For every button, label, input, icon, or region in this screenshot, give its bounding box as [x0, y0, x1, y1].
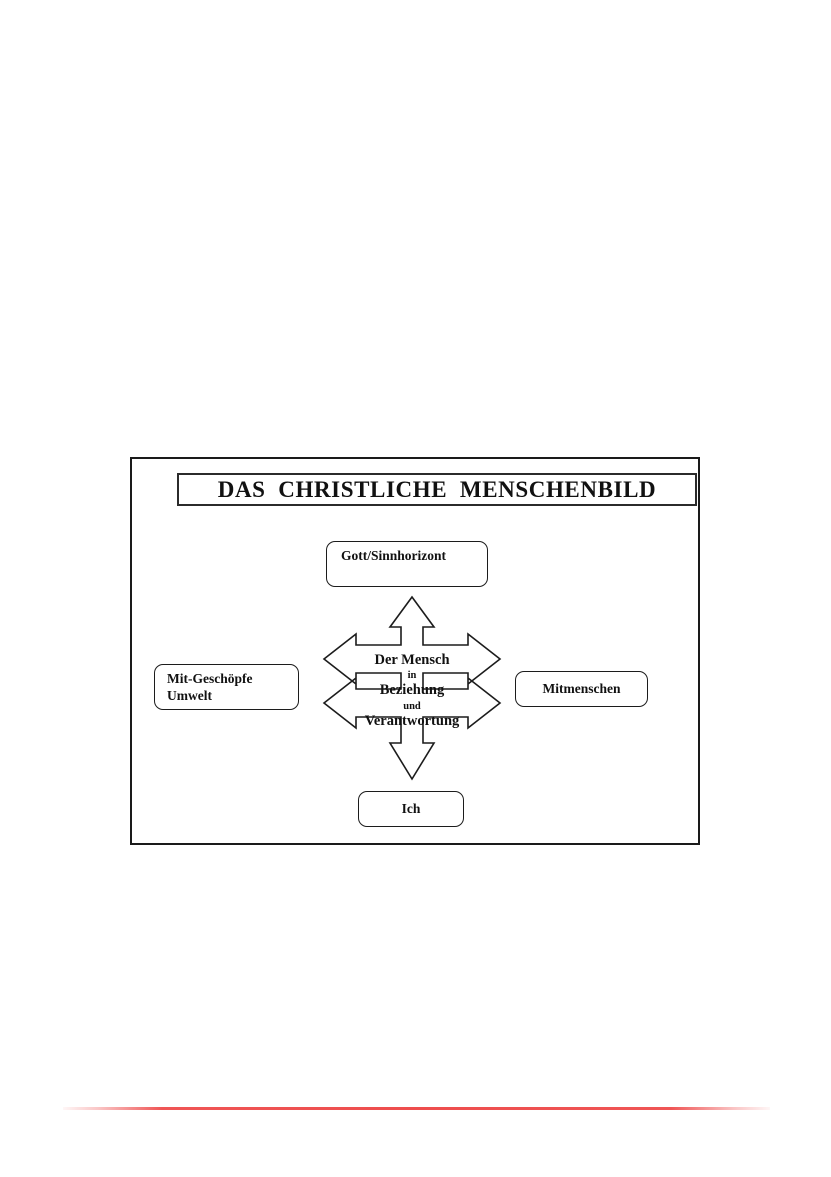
node-label-gott-sinnhorizont: Gott/Sinnhorizont — [341, 548, 447, 563]
diagram-frame: DAS CHRISTLICHE MENSCHENBILD Der Mensch … — [130, 457, 700, 845]
node-box-mitmenschen: Mitmenschen — [515, 671, 648, 707]
node-label-mitgeschoepfe: Mit-Geschöpfe — [167, 671, 253, 686]
center-label-line-5: Verantwortung — [364, 713, 460, 730]
node-box-ich: Ich — [358, 791, 464, 827]
node-label-umwelt: Umwelt — [167, 687, 212, 703]
node-label-ich: Ich — [401, 800, 421, 816]
center-label-stack: Der Mensch in Beziehung und Verantwortun… — [304, 593, 520, 789]
four-way-arrow-icon — [322, 595, 502, 781]
footer-divider-rule — [63, 1107, 770, 1110]
diagram-title-box: DAS CHRISTLICHE MENSCHENBILD — [177, 473, 697, 506]
center-label-line-2: in — [407, 669, 417, 681]
node-box-gott-sinnhorizont: Gott/Sinnhorizont — [326, 541, 488, 587]
center-label-line-3: Beziehung — [379, 682, 445, 699]
center-four-way-arrow: Der Mensch in Beziehung und Verantwortun… — [304, 593, 520, 789]
node-box-mitgeschoepfe-umwelt: Mit-Geschöpfe Umwelt — [154, 664, 299, 710]
center-label-line-1: Der Mensch — [374, 651, 450, 668]
center-label-line-4: und — [403, 700, 421, 712]
node-label-mitmenschen: Mitmenschen — [542, 680, 621, 696]
diagram-title-text: DAS CHRISTLICHE MENSCHENBILD — [217, 477, 657, 502]
